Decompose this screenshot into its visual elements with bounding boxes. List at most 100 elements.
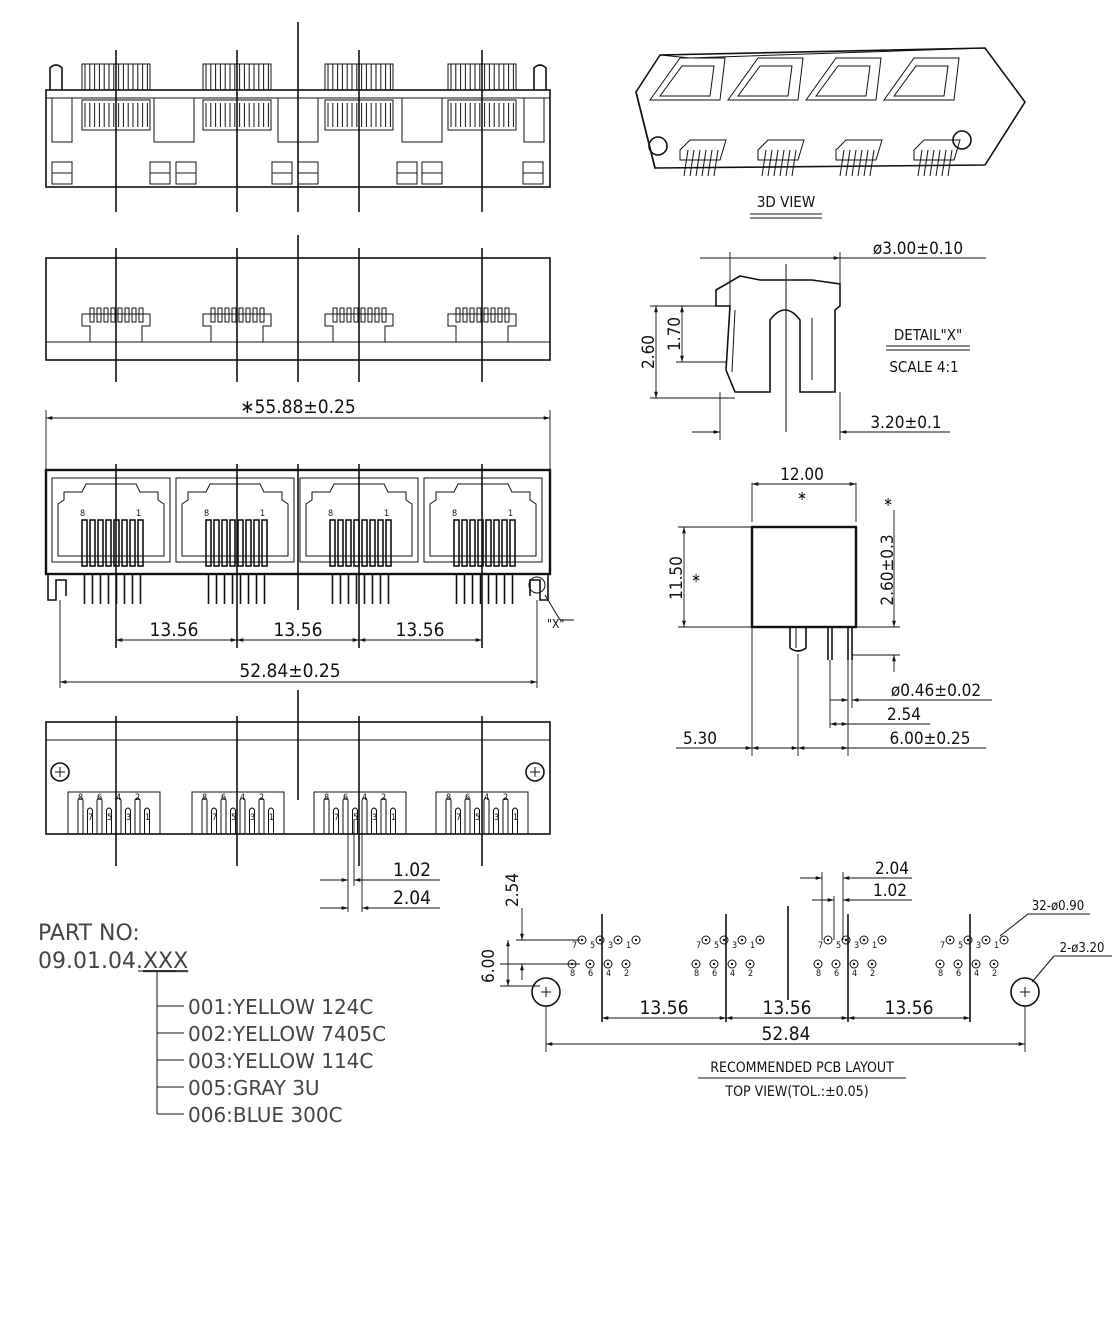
pcb-pin-label: 8 <box>938 969 943 979</box>
pcb-pin-label: 7 <box>940 941 945 951</box>
bottom-pin-label: 6 <box>465 793 470 803</box>
pcb-pin-label: 5 <box>714 941 719 951</box>
front-pin-label-1: 1 <box>508 509 513 519</box>
side-pin-pitch-label: 2.54 <box>887 705 921 725</box>
pcb-pin-label: 5 <box>836 941 841 951</box>
pcb-span-label: 52.84 <box>762 1023 811 1045</box>
part-no-suffix: XXX <box>143 949 188 974</box>
side-width-star: ∗ <box>797 489 807 504</box>
front-pin-label-8: 8 <box>328 509 333 519</box>
part-option: 003:YELLOW 114C <box>188 1049 373 1073</box>
detail-title: DETAIL"X" <box>894 326 962 344</box>
pcb-pin-label: 1 <box>626 941 631 951</box>
pcb-pin-label: 8 <box>694 969 699 979</box>
bottom-pin-label: 4 <box>116 793 121 803</box>
pcb-pin-label: 2 <box>748 969 753 979</box>
bottom-pin-label: 1 <box>145 813 150 823</box>
peg-span-label: 52.84±0.25 <box>239 660 340 682</box>
bottom-pin-label: 2 <box>135 793 140 803</box>
bottom-pin-label: 3 <box>494 813 499 823</box>
bottom-pin-label: 5 <box>231 813 236 823</box>
pitch-dim-2: 13.56 <box>274 619 323 641</box>
pcb-row-gap-label: 2.54 <box>503 873 523 907</box>
front-pin-label-8: 8 <box>204 509 209 519</box>
pcb-pin-label: 2 <box>624 969 629 979</box>
pcb-pin-label: 5 <box>590 941 595 951</box>
bottom-pin-label: 3 <box>126 813 131 823</box>
pcb-pin-label: 6 <box>834 969 839 979</box>
pcb-subtitle: TOP VIEW(TOL.:±0.05) <box>724 1084 868 1100</box>
detail-inner-label: 1.70 <box>665 317 685 351</box>
pin-pitch-label: 1.02 <box>393 859 431 881</box>
detail-peg-dia-label: ø3.00±0.10 <box>873 239 963 259</box>
pcb-pin-label: 2 <box>870 969 875 979</box>
bottom-pin-label: 1 <box>269 813 274 823</box>
pcb-pin-label: 3 <box>608 941 613 951</box>
pcb-pin-label: 5 <box>958 941 963 951</box>
top-view-led-windows <box>51 161 544 185</box>
bottom-pin-label: 4 <box>484 793 489 803</box>
pcb-pin-label: 6 <box>956 969 961 979</box>
view-3d-ports <box>649 57 961 177</box>
pcb-pin-label: 3 <box>976 941 981 951</box>
bottom-pin-label: 4 <box>362 793 367 803</box>
pcb-pin-label: 4 <box>852 969 857 979</box>
bottom-pin-label: 7 <box>334 813 339 823</box>
part-no-base: 09.01.04.XXX <box>38 949 188 974</box>
bottom-pin-label: 6 <box>221 793 226 803</box>
pcb-pitch-a-label: 2.04 <box>875 859 909 879</box>
detail-scale: SCALE 4:1 <box>889 358 958 376</box>
bottom-pin-label: 7 <box>456 813 461 823</box>
side-view: 12.00 ∗ 11.50 ∗ 2.60±0.3 ∗ ø0.46±0.02 2.… <box>667 465 992 756</box>
pcb-pin-label: 7 <box>818 941 823 951</box>
side-height-label: 11.50 <box>667 556 687 600</box>
bottom-pin-label: 7 <box>212 813 217 823</box>
bottom-pin-label: 2 <box>503 793 508 803</box>
part-option: 002:YELLOW 7405C <box>188 1022 386 1046</box>
front-pin-label-8: 8 <box>80 509 85 519</box>
bottom-pin-label: 8 <box>78 793 83 803</box>
side-height-star: ∗ <box>691 571 701 586</box>
pcb-pin-label: 4 <box>606 969 611 979</box>
overall-width-dimension: ∗55.88±0.25 <box>45 396 551 470</box>
front-view-upper <box>45 235 551 382</box>
bottom-pin-label: 3 <box>372 813 377 823</box>
bottom-pin-label: 8 <box>446 793 451 803</box>
pcb-pitch-b-label: 1.02 <box>873 881 907 901</box>
bottom-pin-label: 3 <box>250 813 255 823</box>
bottom-pin-label: 8 <box>324 793 329 803</box>
pcb-pin-label: 1 <box>872 941 877 951</box>
bottom-pin-label: 4 <box>240 793 245 803</box>
front-pin-label-1: 1 <box>384 509 389 519</box>
pcb-pitch-3: 13.56 <box>885 997 934 1019</box>
detail-height-label: 2.60 <box>639 335 659 369</box>
bottom-pin-label: 7 <box>88 813 93 823</box>
pcb-pin-label: 8 <box>570 969 575 979</box>
bottom-pin-label: 6 <box>97 793 102 803</box>
pin-row-offset-label: 2.04 <box>393 887 431 909</box>
detail-x-callout: "X" <box>547 617 564 631</box>
pcb-pin-label: 3 <box>854 941 859 951</box>
pcb-pin-label: 2 <box>992 969 997 979</box>
bottom-pin-label: 5 <box>475 813 480 823</box>
front-pin-label-1: 1 <box>260 509 265 519</box>
bottom-pin-label: 2 <box>259 793 264 803</box>
top-view-pin-combs <box>81 63 517 131</box>
pitch-dim-3: 13.56 <box>396 619 445 641</box>
pcb-pegs-note: 2-ø3.20 <box>1060 941 1105 956</box>
bottom-pin-label: 6 <box>343 793 348 803</box>
bottom-pin-label: 1 <box>513 813 518 823</box>
side-row-span-label: 6.00±0.25 <box>890 729 971 749</box>
side-view-body <box>750 525 858 629</box>
part-option: 001:YELLOW 124C <box>188 995 373 1019</box>
side-width-label: 12.00 <box>780 465 824 485</box>
detail-x: ø3.00±0.10 2.60 1.70 3.20±0.1 DETAIL"X" … <box>639 239 986 440</box>
bottom-pin-label: 1 <box>391 813 396 823</box>
pcb-pitch-1: 13.56 <box>640 997 689 1019</box>
